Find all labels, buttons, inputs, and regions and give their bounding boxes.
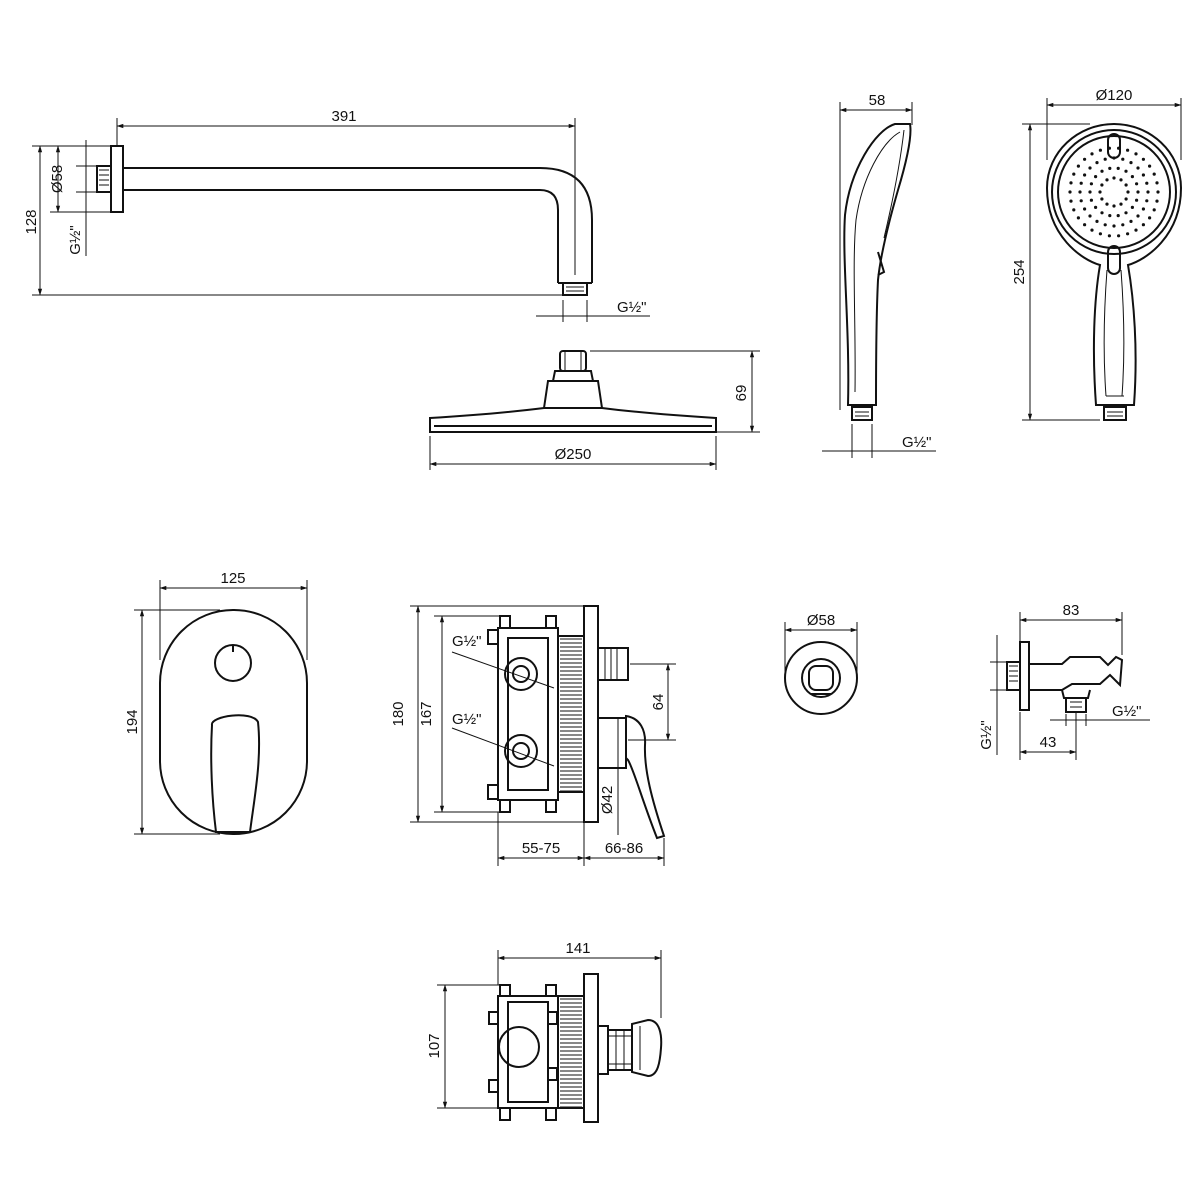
hand-shower-width-label: 58	[869, 92, 886, 109]
trim-plate-drawing	[134, 580, 308, 835]
box-width-label: 141	[565, 940, 590, 957]
trim-width-label: 125	[220, 570, 245, 587]
depth-range-label: 55-75	[522, 840, 560, 857]
wall-thread-label: G½"	[67, 225, 84, 255]
holder-outlet-drawing	[990, 612, 1150, 760]
rain-head-drawing	[429, 350, 760, 470]
elbow-diameter-label: Ø58	[807, 612, 835, 629]
cartridge-diameter-label: Ø42	[599, 786, 616, 814]
hand-shower-side-drawing	[822, 102, 936, 458]
rain-head-diameter-label: Ø250	[555, 446, 592, 463]
trim-height-label: 194	[124, 709, 141, 734]
trim-depth-range-label: 66-86	[605, 840, 643, 857]
mixer-body-side-drawing	[410, 605, 676, 866]
spray-nozzles	[1068, 146, 1160, 238]
hand-shower-thread-label: G½"	[902, 434, 932, 451]
box-top-drawing	[437, 950, 663, 1123]
outlet-spacing-label: 64	[650, 694, 667, 711]
box-depth-label: 107	[426, 1033, 443, 1058]
hand-shower-front-drawing	[1022, 98, 1183, 421]
holder-wall-thread-label: G½"	[978, 720, 995, 750]
wall-elbow-drawing	[784, 622, 858, 715]
hand-shower-length-label: 254	[1011, 259, 1028, 284]
inlet-thread-lower-label: G½"	[452, 711, 482, 728]
holder-outlet-thread-label: G½"	[1112, 703, 1142, 720]
arm-height-label: 128	[23, 209, 40, 234]
flange-diameter-label: Ø58	[49, 165, 66, 193]
rain-head-height-label: 69	[733, 385, 750, 402]
arm-length-label: 391	[331, 108, 356, 125]
mixer-box-height-label: 167	[418, 701, 435, 726]
mixer-overall-height-label: 180	[390, 701, 407, 726]
shower-arm-drawing	[32, 118, 650, 322]
hand-shower-diameter-label: Ø120	[1096, 87, 1133, 104]
holder-length-label: 83	[1063, 602, 1080, 619]
holder-offset-label: 43	[1040, 734, 1057, 751]
inlet-thread-upper-label: G½"	[452, 633, 482, 650]
outlet-thread-label: G½"	[617, 299, 647, 316]
